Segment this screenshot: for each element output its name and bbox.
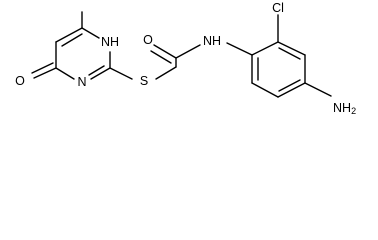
amino-subscript: 2 bbox=[351, 106, 356, 116]
bond-co-o-double bbox=[150, 50, 172, 64]
phenyl-ring bbox=[226, 14, 332, 98]
bond-ph-2 bbox=[277, 41, 306, 56]
bond-c4-nh2 bbox=[304, 82, 332, 97]
bond-c6-n1 bbox=[81, 27, 100, 39]
bond-co-o bbox=[153, 44, 177, 59]
bond-c4-o-double bbox=[31, 62, 54, 74]
atom-sulfur: S bbox=[140, 74, 148, 88]
atom-o-amide: O bbox=[143, 33, 153, 47]
bond-c2-n3-inner bbox=[88, 65, 105, 76]
atom-n-ring: N bbox=[77, 75, 86, 89]
atom-oxo: O bbox=[15, 74, 25, 88]
bond-c5-c6 bbox=[55, 27, 83, 43]
bond-ph-4-inner bbox=[278, 79, 301, 92]
bond-c5-c6-inner bbox=[61, 33, 83, 47]
bond-c2-n3 bbox=[90, 67, 111, 80]
bond-c2-s bbox=[109, 67, 133, 80]
bond-ph-4 bbox=[277, 82, 306, 98]
bond-ph-5 bbox=[251, 82, 279, 98]
atom-nh-ring: NH bbox=[101, 35, 119, 49]
amino-nh: NH bbox=[333, 101, 351, 115]
bond-ph-1 bbox=[251, 41, 279, 56]
bond-n3-c4 bbox=[55, 67, 75, 80]
bond-c4-o bbox=[33, 67, 57, 79]
linker bbox=[109, 44, 201, 80]
atom-chlorine: Cl bbox=[272, 1, 284, 15]
atom-nh-amide: NH bbox=[203, 34, 221, 48]
chemical-structure: NH O N S O NH Cl NH2 bbox=[15, 1, 356, 116]
atom-amino: NH2 bbox=[333, 101, 356, 116]
bond-nh-c1 bbox=[226, 42, 253, 56]
bond-ph-2-inner bbox=[278, 47, 301, 60]
pyrimidinone-ring bbox=[31, 11, 111, 80]
bond-s-ch2 bbox=[155, 66, 177, 80]
bond-co-nh bbox=[175, 44, 201, 59]
